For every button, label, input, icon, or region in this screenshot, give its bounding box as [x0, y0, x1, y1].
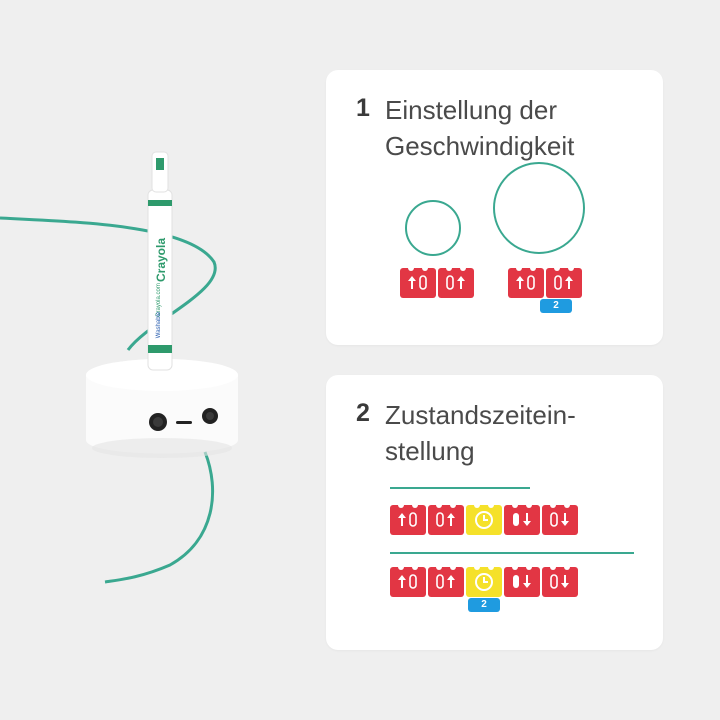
step-title: Einstellung der Geschwindigkeit [385, 95, 575, 161]
timer-icon [475, 573, 493, 591]
marker-pen: Crayola Crayola.com Washable [147, 151, 173, 371]
marker-brand-text: Crayola [154, 238, 168, 282]
timeline-rail [390, 552, 634, 554]
repeat-badge: 2 [468, 598, 500, 612]
speed-block [438, 265, 474, 298]
block-sequence-row-1 [390, 502, 578, 535]
drawn-line [0, 216, 217, 351]
timer-block [466, 564, 502, 597]
backward-icon [513, 513, 531, 526]
forward-block [390, 564, 426, 597]
forward-block [428, 564, 464, 597]
speed-block [546, 265, 582, 298]
backward-block [504, 564, 540, 597]
drawn-line-tail [104, 451, 215, 584]
repeat-badge: 2 [540, 299, 572, 313]
forward-block [428, 502, 464, 535]
large-circle-path [493, 162, 585, 254]
step-title: Zustandszeitein- stellung [385, 400, 576, 466]
marker-url-text: Crayola.com [156, 283, 162, 317]
forward-block [390, 502, 426, 535]
robot-base [86, 359, 238, 458]
speed-up-icon [554, 275, 573, 290]
speed-block [508, 265, 544, 298]
forward-icon [436, 512, 455, 527]
forward-icon [398, 512, 417, 527]
timeline-rail [390, 487, 530, 489]
step-number: 2 [356, 399, 370, 427]
small-circle-path [405, 200, 461, 256]
speed-setting-card: 1 Einstellung der Geschwindigkeit 2 [326, 70, 663, 345]
right-block-sequence [508, 265, 582, 298]
marker-tag-text: Washable [156, 311, 162, 338]
block-sequence-row-2 [390, 564, 578, 597]
forward-icon [436, 574, 455, 589]
speed-up-icon [446, 275, 465, 290]
speed-up-icon [516, 275, 535, 290]
left-block-sequence [400, 265, 474, 298]
backward-icon [513, 575, 531, 588]
backward-icon [550, 512, 569, 527]
backward-block [542, 564, 578, 597]
timer-icon [475, 511, 493, 529]
step-number: 1 [356, 94, 370, 122]
backward-icon [550, 574, 569, 589]
backward-block [542, 502, 578, 535]
forward-icon [398, 574, 417, 589]
state-time-card: 2 Zustandszeitein- stellung [326, 375, 663, 650]
speed-up-icon [408, 275, 427, 290]
timer-block [466, 502, 502, 535]
backward-block [504, 502, 540, 535]
speed-block [400, 265, 436, 298]
robot-mouth [176, 421, 192, 424]
